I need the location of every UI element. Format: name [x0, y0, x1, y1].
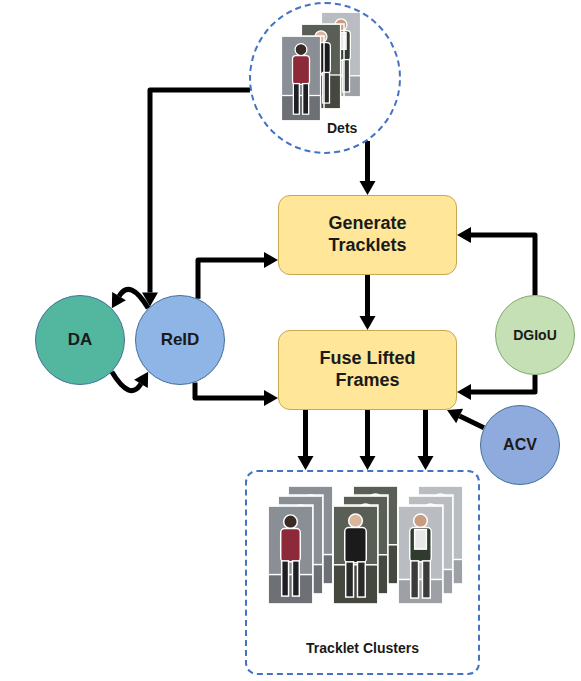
- connector-line: [471, 235, 535, 295]
- arrow-head: [360, 181, 376, 195]
- person-crop: [281, 36, 320, 121]
- connector-line: [112, 372, 141, 391]
- output-clusters: Tracklet Clusters: [245, 470, 480, 675]
- arrow-head: [264, 252, 278, 268]
- crop-frame: [278, 36, 324, 121]
- arrow-head: [447, 409, 463, 423]
- flow-arrow: [418, 410, 434, 470]
- flow-arrow: [457, 375, 535, 400]
- module-circle: ACV: [480, 405, 560, 485]
- arrow-head: [264, 390, 278, 406]
- node-label: ReID: [161, 330, 200, 350]
- flow-arrow: [360, 275, 376, 330]
- module-circle: DA: [35, 295, 125, 385]
- connector-line: [460, 416, 484, 428]
- connector-line: [198, 260, 264, 299]
- person-crop: [333, 506, 378, 604]
- module-circle: DGIoU: [495, 295, 575, 375]
- crop-frame: [268, 505, 313, 605]
- crop-frame: [398, 505, 443, 605]
- node-label: DA: [68, 330, 93, 350]
- node-label: DGIoU: [513, 327, 557, 344]
- connector-line: [365, 275, 370, 316]
- node-label: Generate Tracklets: [301, 213, 434, 256]
- arrow-head: [457, 384, 471, 400]
- arrow-head: [360, 456, 376, 470]
- connector-line: [365, 410, 370, 456]
- crop-frame: [333, 505, 378, 605]
- flow-arrow: [360, 410, 376, 470]
- person-crop: [398, 506, 443, 604]
- flow-arrow: [360, 141, 376, 195]
- flow-arrow: [447, 409, 484, 428]
- node-label: Fuse Lifted Frames: [301, 348, 434, 391]
- arrow-head: [418, 456, 434, 470]
- flow-arrow: [112, 372, 148, 391]
- module-circle: ReID: [135, 295, 225, 385]
- connector-line: [303, 410, 308, 456]
- arrow-head: [457, 227, 471, 243]
- arrow-head: [134, 372, 148, 388]
- connector-line: [365, 141, 370, 181]
- node-label: Tracklet Clusters: [247, 640, 478, 657]
- flow-arrow: [112, 289, 148, 308]
- flow-arrow: [298, 410, 314, 470]
- arrow-head: [112, 292, 126, 308]
- process-box: Fuse Lifted Frames: [278, 330, 457, 410]
- connector-line: [423, 410, 428, 456]
- input-detections: Dets: [249, 2, 401, 154]
- person-crop: [268, 506, 313, 604]
- arrow-head: [360, 316, 376, 330]
- flow-arrow: [195, 382, 278, 406]
- node-label: Dets: [327, 120, 357, 137]
- node-label: ACV: [503, 435, 537, 454]
- arrow-head: [298, 456, 314, 470]
- flow-arrow: [198, 252, 278, 299]
- flow-arrow: [457, 227, 535, 295]
- connector-line: [471, 375, 535, 392]
- connector-line: [195, 382, 264, 398]
- process-box: Generate Tracklets: [278, 195, 457, 275]
- connector-line: [119, 289, 148, 308]
